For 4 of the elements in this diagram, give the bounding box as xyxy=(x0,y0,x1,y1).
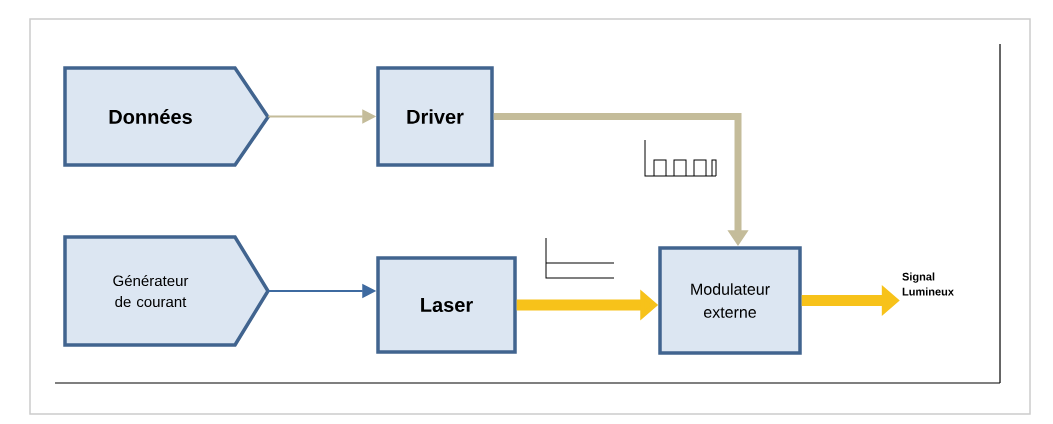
process-box: Modulateur externe xyxy=(658,246,802,355)
process-box: Laser xyxy=(376,256,517,354)
process-box: Driver xyxy=(376,66,494,167)
output-label: Signal Lumineux xyxy=(902,272,954,296)
